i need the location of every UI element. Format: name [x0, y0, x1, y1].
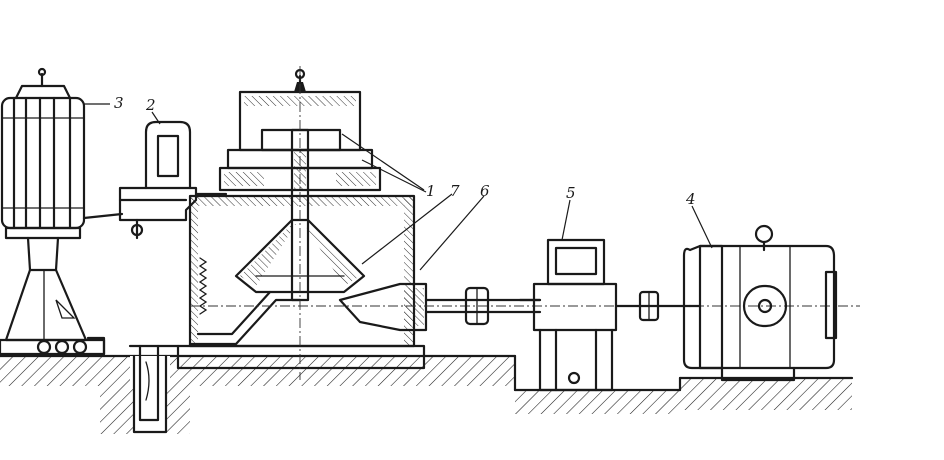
- callouts-layer: 3 2 1 7 6 5 4: [84, 94, 713, 271]
- callout-7: 7: [450, 182, 460, 200]
- callout-1: 1: [426, 182, 436, 200]
- unit-3-cage-assembly: [0, 67, 124, 356]
- unit-2-bracket: [118, 120, 228, 240]
- unit-1-separator: [176, 66, 860, 380]
- callout-6: 6: [480, 182, 490, 200]
- unit-4-motor: [682, 224, 838, 382]
- unit-5-gearbox: [518, 238, 692, 392]
- callout-2: 2: [145, 96, 156, 114]
- callout-5: 5: [566, 184, 576, 202]
- callout-4: 4: [685, 190, 696, 208]
- drain-pipe: [128, 344, 180, 422]
- callout-3: 3: [114, 94, 124, 112]
